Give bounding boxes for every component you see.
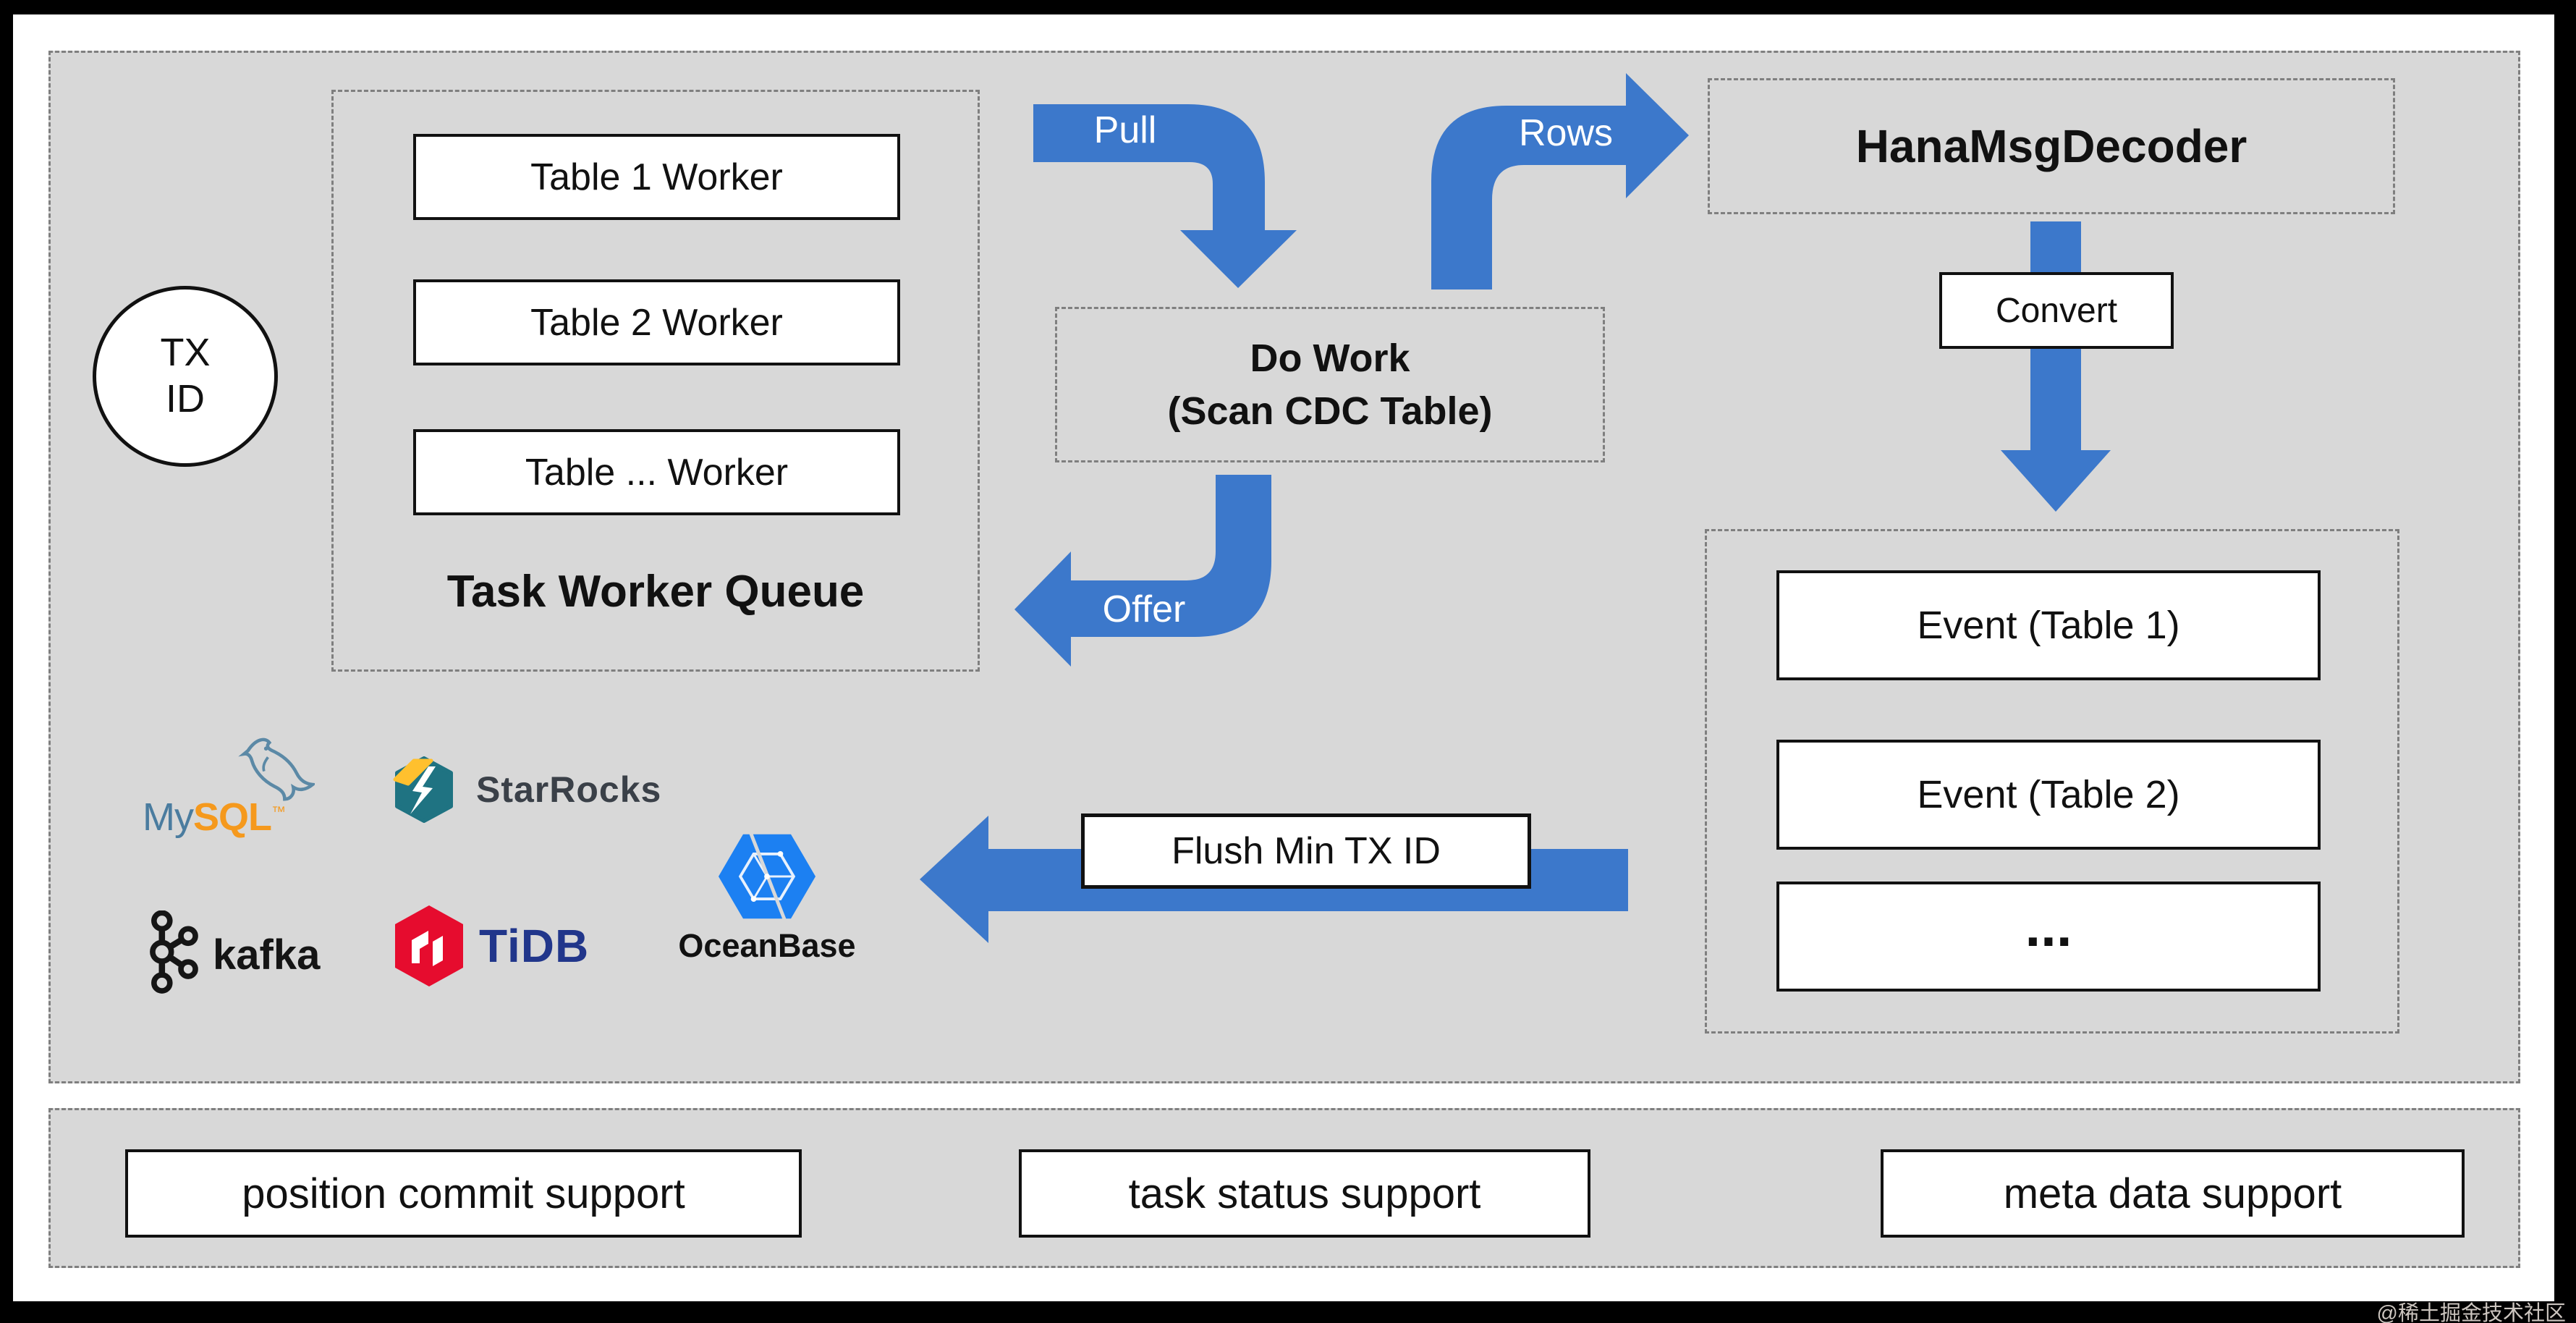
- mysql-logo: MySQL™: [143, 735, 316, 840]
- meta-data-support-label: meta data support: [2003, 1170, 2342, 1217]
- position-commit-support-label: position commit support: [242, 1170, 685, 1217]
- meta-data-support-box: meta data support: [1881, 1149, 2465, 1238]
- table-n-worker-box: Table ... Worker: [413, 429, 900, 515]
- hana-msg-decoder-label: HanaMsgDecoder: [1855, 120, 2247, 172]
- task-status-support-label: task status support: [1128, 1170, 1481, 1217]
- oceanbase-logo: OceanBase: [655, 827, 879, 965]
- table-2-worker-box: Table 2 Worker: [413, 279, 900, 365]
- mysql-trademark: ™: [271, 804, 286, 820]
- tidb-wordmark: TiDB: [479, 920, 590, 972]
- events-container: [1705, 529, 2399, 1034]
- do-work-line2: (Scan CDC Table): [1167, 389, 1493, 433]
- table-n-worker-label: Table ... Worker: [525, 451, 789, 494]
- offer-arrow-label: Offer: [1102, 588, 1186, 630]
- convert-label: Convert: [1995, 291, 2118, 330]
- table-1-worker-label: Table 1 Worker: [530, 156, 783, 198]
- mysql-word-sql: SQL: [192, 795, 272, 839]
- oceanbase-icon: [718, 830, 816, 923]
- task-worker-queue-container: [331, 90, 980, 672]
- rows-arrow-label: Rows: [1518, 112, 1614, 154]
- kafka-logo: kafka: [146, 910, 320, 999]
- tidb-icon: [395, 905, 463, 986]
- tidb-logo: TiDB: [392, 903, 589, 989]
- flush-min-tx-id-label: Flush Min TX ID: [1172, 830, 1441, 872]
- tx-id-line2: ID: [166, 377, 205, 420]
- mysql-wordmark: MySQL™: [143, 795, 286, 840]
- task-worker-queue-title: Task Worker Queue: [446, 567, 865, 617]
- starrocks-icon: [393, 756, 453, 823]
- hana-msg-decoder-node: HanaMsgDecoder: [1708, 78, 2395, 214]
- event-ellipsis-label: ...: [2025, 894, 2072, 958]
- event-ellipsis-box: ...: [1776, 882, 2321, 992]
- mysql-word-my: My: [143, 795, 194, 839]
- event-table-1-box: Event (Table 1): [1776, 570, 2321, 680]
- event-table-2-label: Event (Table 2): [1917, 773, 2180, 816]
- starrocks-wordmark: StarRocks: [476, 769, 662, 810]
- watermark-text: @稀土掘金技术社区: [2376, 1302, 2566, 1323]
- kafka-icon: [150, 910, 198, 994]
- event-table-2-box: Event (Table 2): [1776, 740, 2321, 850]
- table-2-worker-label: Table 2 Worker: [530, 301, 783, 344]
- do-work-line1: Do Work: [1250, 336, 1410, 380]
- pull-arrow-label: Pull: [1093, 109, 1157, 151]
- task-status-support-box: task status support: [1019, 1149, 1590, 1238]
- event-table-1-label: Event (Table 1): [1917, 604, 2180, 647]
- do-work-node: Do Work (Scan CDC Table): [1055, 307, 1605, 462]
- oceanbase-wordmark: OceanBase: [678, 927, 856, 964]
- mysql-dolphin-icon: [238, 737, 315, 801]
- starrocks-logo: StarRocks: [391, 756, 661, 823]
- tx-id-line1: TX: [160, 331, 211, 375]
- table-1-worker-box: Table 1 Worker: [413, 134, 900, 220]
- tx-id-node: TX ID: [93, 286, 278, 467]
- kafka-wordmark: kafka: [213, 931, 321, 978]
- convert-label-box: Convert: [1939, 272, 2174, 349]
- position-commit-support-box: position commit support: [125, 1149, 802, 1238]
- flush-min-tx-id-label-box: Flush Min TX ID: [1081, 813, 1531, 889]
